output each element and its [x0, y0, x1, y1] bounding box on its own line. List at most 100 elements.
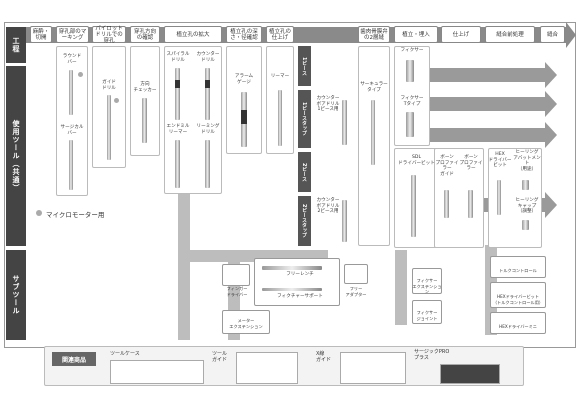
flow-arrow-2 — [545, 91, 557, 117]
label-counter-tap-1: カウンター ボアドリル 1ピース用 — [316, 96, 340, 112]
alarm-gauge-band — [241, 110, 247, 124]
flow-band-1 — [395, 68, 545, 82]
label-endmill-reamer: エンドミル リーマー — [166, 124, 190, 135]
section-label-subtools: サブツール — [6, 250, 26, 340]
sdl-driver-icon — [411, 175, 416, 237]
hex-driver-icon — [497, 180, 501, 215]
header-marking: 穿孔部のマーキング — [56, 26, 89, 43]
header-suture-layer: 歯肉骨膜弁の2層縫 — [358, 26, 390, 43]
label-healing-abutment: ヒーリング アバットメント （用途） — [513, 150, 541, 172]
piece-2-strip: 2ピース — [298, 152, 311, 192]
label-fixture-joint: フィクサー ジョイント — [416, 310, 438, 321]
counter-tap-1-icon — [342, 100, 347, 145]
label-fixture-extension: フィクサー エクステンション — [412, 278, 442, 294]
round-bar-icon — [69, 70, 73, 115]
healing-cap-icon — [522, 220, 529, 230]
related-item-surgic-pro: サージックPRO プラス — [414, 349, 450, 361]
subtool-fixture-joint-box — [412, 300, 442, 324]
label-counter-tap-2: カウンター ボアドリル 2ピース用 — [316, 198, 340, 214]
subtool-torque-control-box — [490, 256, 546, 278]
label-alarm-gauge: アラーム ゲージ — [234, 74, 254, 85]
header-placement: 植立・埋入 — [394, 26, 438, 43]
legend-dot — [36, 210, 42, 216]
piece-1-strip: 1ピース — [298, 46, 311, 86]
label-free-adapter: フリー アダプター — [345, 286, 367, 297]
related-item-xray-guide: X線 ガイド — [316, 351, 332, 363]
spiral-drill-icon — [175, 68, 180, 120]
header-pre-suture: 縫合前処理 — [485, 26, 535, 43]
related-products-title: 関連商品 — [52, 352, 96, 366]
label-suckler: サーキュラー タイプ — [360, 82, 388, 93]
flow-band-3 — [395, 128, 545, 142]
label-reaming-drill: リーミング ドリル — [196, 124, 220, 135]
subtool-hex-driver-bit-box — [490, 282, 546, 308]
related-item-tool-case: ツールケース — [110, 351, 140, 357]
header-finishing: 仕上げ — [441, 26, 481, 43]
label-reamer: リーマー — [270, 74, 290, 79]
subtool-meter-extension-box — [222, 310, 270, 334]
section-label-process: 工程 — [6, 27, 26, 63]
tool-guide-image — [236, 352, 298, 384]
label-direction-checker: 方向 チェッカー — [133, 82, 157, 93]
header-hole-finish: 植立孔の仕上げ — [266, 26, 294, 43]
column-driver — [394, 148, 439, 248]
fixture-2-icon — [406, 112, 414, 137]
label-spiral-drill: スパイラル ドリル — [166, 52, 190, 63]
label-counter-drill: カウンター ドリル — [196, 52, 220, 63]
legend-text: マイクロモーター用 — [46, 211, 105, 219]
label-meter-extension: メーター エクステンション — [229, 318, 263, 329]
label-guide-drill: ガイド ドリル — [102, 80, 116, 91]
flow-band-2 — [395, 97, 545, 111]
surgic-pro-image — [440, 364, 500, 384]
label-fixture-2: フィクサー Tタイプ — [400, 96, 424, 107]
label-hex-driver-mini: HEXドライバーミニ — [499, 324, 537, 329]
counter-tap-2-icon — [342, 200, 347, 242]
subtool-hex-driver-mini-box — [490, 312, 546, 334]
header-anesthesia: 麻酔・切開 — [30, 26, 52, 43]
connector-band-d — [395, 250, 407, 325]
header-pilot-drill: パイロットドリルでの穿孔 — [92, 26, 126, 44]
connector-band-a — [178, 190, 190, 340]
guide-drill-icon — [107, 95, 111, 160]
header-depth-check: 植立孔の深さ・径確認 — [226, 26, 262, 43]
reamer-icon — [278, 90, 282, 146]
subtool-fixture-extension-box — [412, 268, 442, 294]
label-finger-driver: フィンガー ドライバー — [226, 286, 248, 297]
header-suture: 縫合 — [540, 26, 565, 43]
header-direction-check: 穿孔方向の確認 — [130, 26, 160, 43]
subtool-free-adapter-box — [344, 264, 368, 284]
micromotor-dot — [114, 98, 119, 103]
label-fixture-1: フィクサー — [400, 48, 424, 53]
flow-arrow-4 — [545, 192, 557, 218]
label-fixture-support: フィクチャーサポート — [277, 294, 323, 299]
bone-profiler-icon — [468, 190, 473, 218]
label-hex-driver-bit: HEXドライバービット （トルクコントロール用） — [492, 294, 544, 305]
fixture-1-icon — [406, 60, 414, 82]
reaming-drill-icon — [205, 140, 210, 188]
label-round-bar: ラウンド バー — [62, 54, 82, 65]
surgical-bar-icon — [69, 140, 73, 190]
label-surgical-bar: サージカル バー — [60, 125, 84, 136]
label-bone-profiler: ボーン プロファイラー — [459, 155, 483, 171]
label-healing-cap: ヒーリング キャップ （調整） — [515, 198, 539, 214]
endmill-reamer-icon — [175, 140, 180, 188]
process-arrow-head — [566, 22, 576, 48]
label-free-wrench: フリーレンチ — [286, 272, 314, 277]
subtool-finger-driver-box — [222, 264, 250, 286]
counter-drill-icon — [205, 68, 210, 120]
xray-guide-image — [340, 352, 406, 384]
column-bone — [434, 148, 484, 248]
healing-abutment-icon — [522, 180, 529, 190]
fixture-support-icon — [262, 288, 322, 291]
label-torque-control: トルクコントロール — [499, 268, 537, 273]
label-bone-guide: ボーン プロファイラー ガイド — [435, 155, 459, 177]
header-hole-expansion: 植立孔の拡大 — [164, 26, 222, 43]
label-sdl-driver: SDL ドライバービット — [398, 155, 435, 166]
related-item-tool-guide: ツール ガイド — [212, 351, 228, 363]
piece-2-tap-strip: 2ピースタップ — [298, 196, 311, 246]
spiral-drill-band — [175, 80, 180, 88]
direction-checker-icon — [142, 98, 147, 143]
suckler-icon — [371, 100, 375, 165]
tool-case-image — [110, 360, 204, 384]
